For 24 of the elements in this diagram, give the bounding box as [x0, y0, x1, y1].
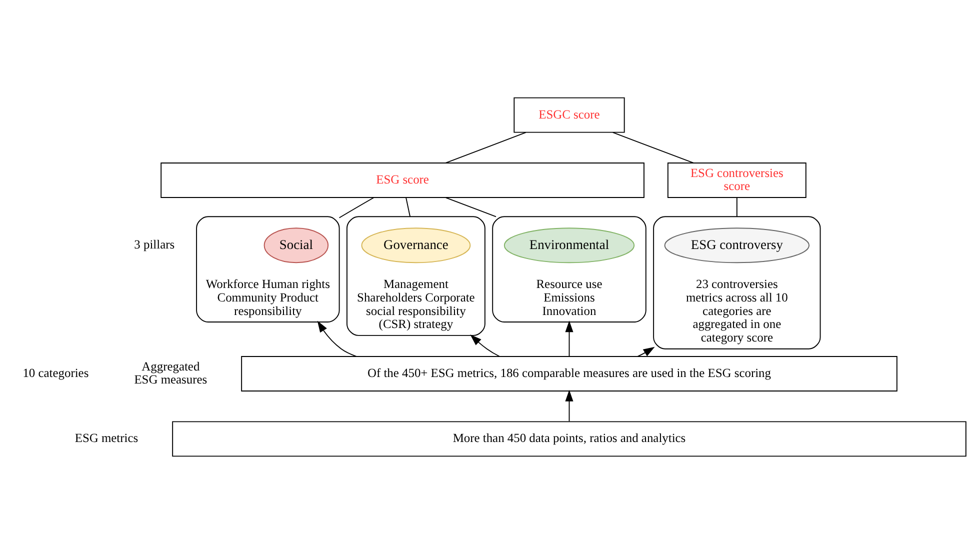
- arrow: [637, 346, 655, 357]
- connector: [736, 197, 738, 218]
- node-box: ESG score: [160, 162, 644, 198]
- connector: [338, 197, 374, 218]
- connector: [445, 197, 496, 218]
- node-box: More than 450 data points, ratios and analytics: [172, 421, 966, 457]
- node-ellipse: Governance: [361, 228, 471, 264]
- node-box: ESG controversies score: [667, 162, 806, 198]
- connector: [406, 197, 411, 218]
- arrow: [470, 334, 500, 357]
- node-label: ESG metrics: [74, 431, 138, 446]
- node-box: ESGC score: [514, 97, 625, 133]
- label: 3 pillars: [134, 238, 175, 252]
- connector: [445, 132, 526, 164]
- arrow: [317, 320, 357, 357]
- arrow: [565, 320, 574, 357]
- arrow: [565, 390, 574, 422]
- node-ellipse: Environmental: [504, 228, 635, 264]
- label: 10 categories: [22, 366, 89, 380]
- node-ellipse: ESG controversy: [664, 228, 810, 264]
- node-ellipse: Social: [264, 228, 329, 264]
- node-label: Aggregated ESG measures: [134, 359, 208, 387]
- node-box: Of the 450+ ESG metrics, 186 comparable measures are used in the ESG scoring: [241, 356, 898, 392]
- connector: [612, 132, 694, 164]
